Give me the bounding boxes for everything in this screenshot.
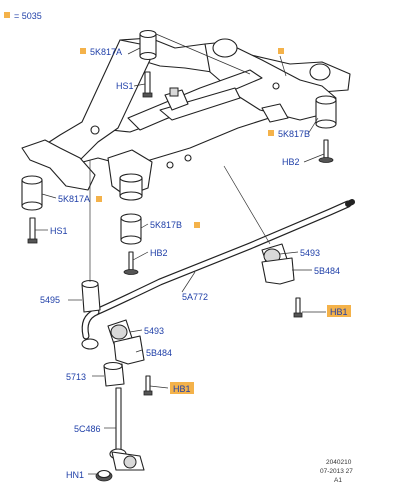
label-5495: 5495: [40, 295, 60, 305]
highlight-square: [268, 130, 274, 136]
end-link-5c486: [109, 387, 145, 471]
label-hb1-right: HB1: [330, 307, 348, 317]
subframe: [21, 37, 351, 197]
hb1-right-highlight: [327, 305, 351, 317]
stab-bracket-left: [113, 335, 145, 365]
label-5493-left: 5493: [144, 326, 164, 336]
link-5495: [81, 279, 101, 313]
bolt-hb1-left: [143, 375, 153, 396]
bushing-5k817a-left: [21, 175, 43, 211]
label-hb1-left: HB1: [173, 384, 191, 394]
leader-lines: [35, 33, 326, 475]
label-5713: 5713: [66, 372, 86, 382]
label-hb2-mid: HB2: [150, 248, 168, 258]
bolt-hs1-left: [27, 217, 38, 244]
stab-clip: [81, 338, 99, 350]
bolt-hs1-top: [142, 71, 153, 98]
label-hs1-left: HS1: [50, 226, 68, 236]
bolt-hb1-right: [293, 297, 303, 318]
ref-line-3: A1: [334, 477, 342, 484]
legend: = 5035: [4, 11, 42, 21]
figure-reference: 2040210 07-2013 27 A1: [320, 459, 353, 484]
bushing-5k817b-mid: [120, 213, 142, 245]
label-hs1-top: HS1: [116, 81, 134, 91]
end-link-5713: [103, 361, 125, 387]
stab-bracket-right: [261, 257, 295, 285]
highlight-square: [194, 222, 200, 228]
bushing-5k817a-top: [139, 29, 157, 61]
bolt-hb2-right: [318, 139, 334, 163]
bushing-5k817b-right: [315, 95, 337, 129]
label-5b484-left: 5B484: [146, 348, 172, 358]
highlight-square: [80, 48, 86, 54]
bolt-hb2-mid: [123, 251, 139, 275]
label-5k817a-left: 5K817A: [58, 194, 90, 204]
hb1-left-highlight: [170, 382, 194, 394]
bushing-front-under: [119, 173, 143, 201]
legend-text: = 5035: [14, 11, 42, 21]
label-5k817a-top: 5K817A: [90, 47, 122, 57]
label-5b484-right: 5B484: [314, 266, 340, 276]
callout-labels: 5K817A HS1 5K817B HB2 5K817A HS1 5K817B …: [40, 47, 351, 480]
highlight-square: [278, 48, 284, 54]
legend-swatch: [4, 12, 10, 18]
ref-line-2: 07-2013 27: [320, 468, 353, 475]
label-hn1: HN1: [66, 470, 84, 480]
label-hb2-right: HB2: [282, 157, 300, 167]
highlight-square: [96, 196, 102, 202]
label-5a772: 5A772: [182, 292, 208, 302]
label-5k817b-right: 5K817B: [278, 129, 310, 139]
label-5k817b-mid: 5K817B: [150, 220, 182, 230]
ref-line-1: 2040210: [326, 459, 352, 466]
label-5493-right: 5493: [300, 248, 320, 258]
stabilizer-bar: [81, 199, 355, 340]
stab-bushing-left: [107, 319, 133, 345]
label-5c486: 5C486: [74, 424, 101, 434]
nut-hn1: [95, 469, 113, 482]
